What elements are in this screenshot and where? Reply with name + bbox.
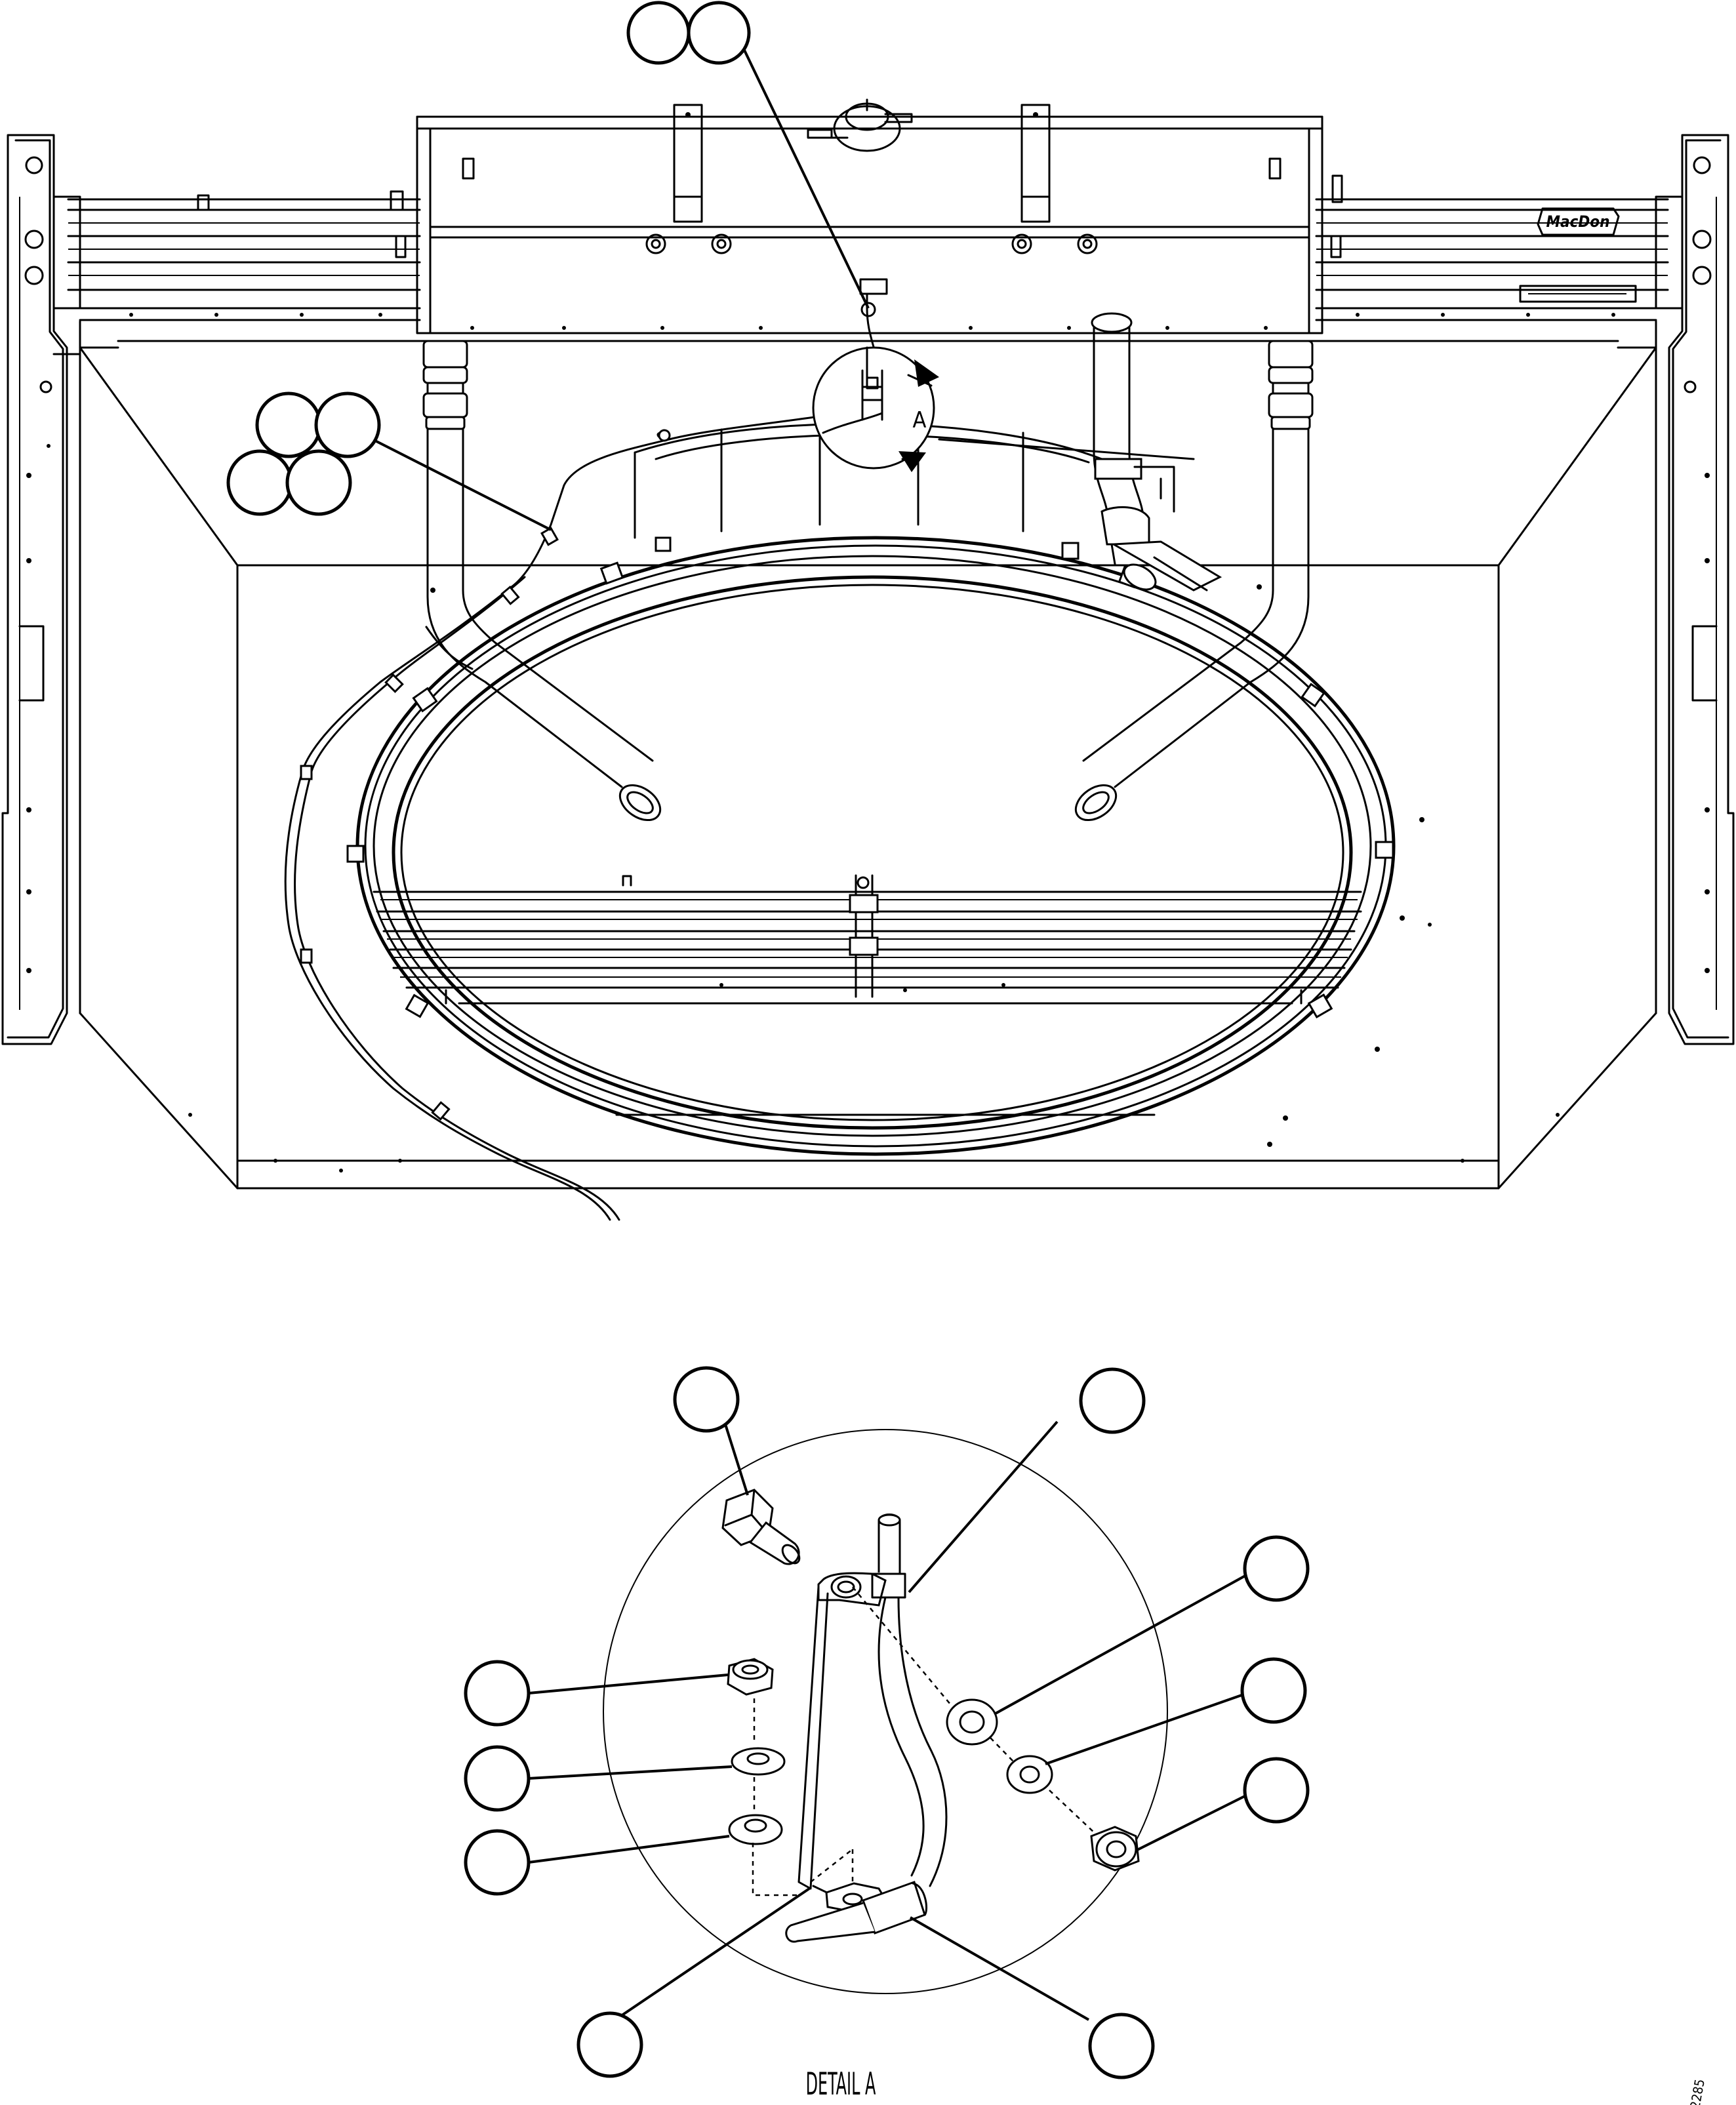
drain-hose: [1091, 312, 1222, 591]
left-spout-tube: [422, 340, 662, 822]
main-assembly-view: MacDon: [1, 98, 1735, 1221]
callout-balloon: [1240, 1657, 1307, 1724]
motor-housing: [416, 98, 1323, 334]
right-spout-tube: [1074, 340, 1314, 822]
callout-balloon: [673, 1366, 740, 1433]
detail-a-circle: [603, 1429, 1168, 1994]
left-hardware-stack: [727, 1658, 854, 1896]
callout-balloon: [285, 449, 352, 516]
detail-a-reference: A: [812, 346, 1195, 472]
callout-balloon: [1079, 1367, 1146, 1434]
callout-balloon: [1243, 1535, 1310, 1602]
callout-balloon: [464, 1829, 531, 1896]
right-hardware-stack: [852, 1586, 1140, 1872]
left-side-frame: [1, 134, 81, 1045]
callout-balloon: [576, 2011, 643, 2078]
nameplate-decal: MacDon: [1519, 207, 1637, 303]
main-view-callouts: [226, 1, 870, 531]
callout-balloon: [1088, 2013, 1155, 2079]
top-rails: [67, 174, 1669, 321]
frame-posts: [79, 320, 1657, 1014]
callout-balloon: [626, 1, 691, 65]
detail-a-letter: A: [913, 407, 927, 433]
callout-balloon: [255, 391, 322, 458]
detail-a-callouts: [464, 1366, 1310, 2079]
callout-balloon: [687, 1, 751, 65]
drawing-number: 02285: [1686, 2078, 1708, 2105]
detail-a-caption: DETAIL A: [806, 2066, 876, 2103]
callout-balloon: [464, 1660, 531, 1727]
nameplate-text: MacDon: [1546, 212, 1610, 231]
inner-slats: [373, 874, 1362, 1116]
clamp-bracket: [785, 1514, 948, 1943]
callout-balloon: [464, 1745, 531, 1812]
bolt: [721, 1489, 801, 1565]
callout-balloon: [226, 449, 293, 516]
callout-balloon: [1243, 1757, 1310, 1824]
wire-harness: [284, 292, 877, 1221]
elliptical-opening: [346, 536, 1396, 1156]
detail-a-view: DETAIL A: [464, 1366, 1310, 2103]
hopper-body: [79, 346, 1657, 1190]
callout-balloon: [314, 391, 381, 458]
right-side-frame: [1655, 134, 1735, 1045]
